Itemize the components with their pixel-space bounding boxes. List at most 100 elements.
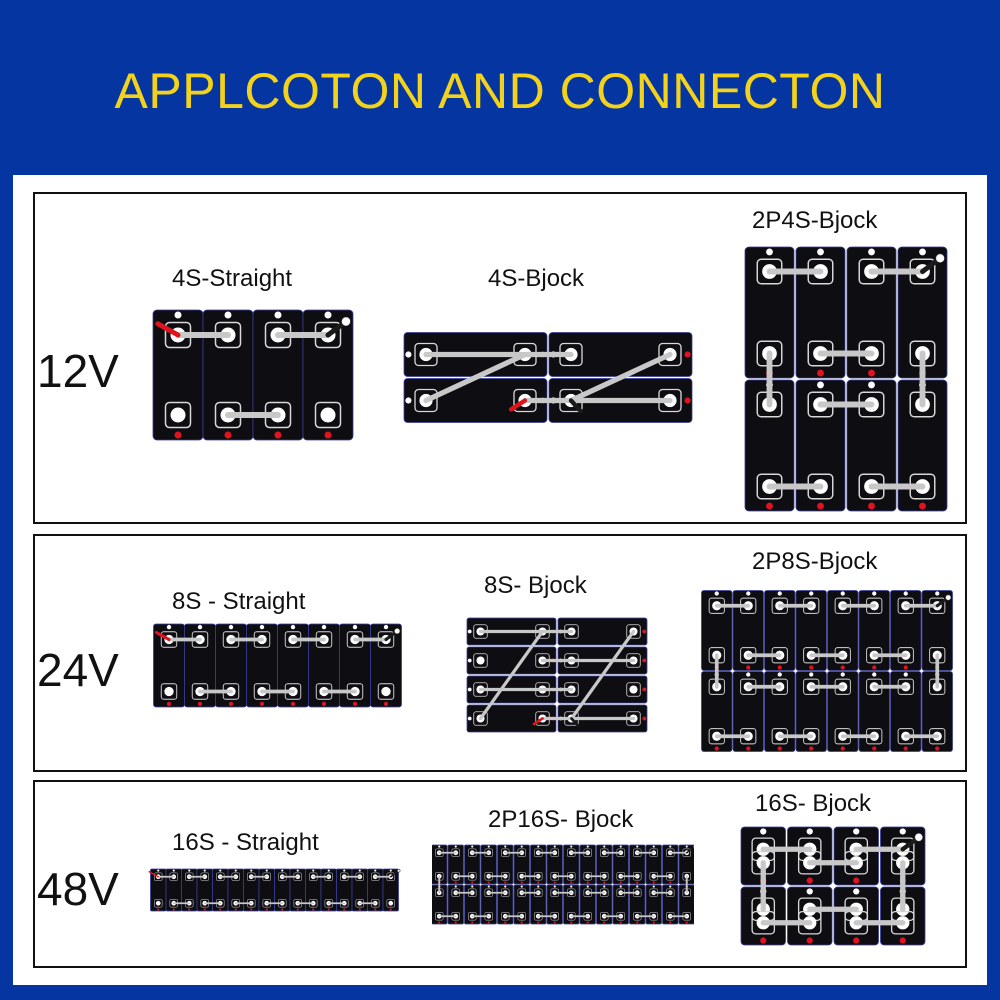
positive-mark-icon bbox=[197, 701, 203, 707]
positive-mark-icon bbox=[840, 665, 845, 670]
negative-mark-icon bbox=[467, 629, 472, 634]
positive-mark-icon bbox=[324, 431, 332, 439]
battery-cell bbox=[833, 826, 879, 886]
positive-mark-icon bbox=[343, 908, 346, 911]
cable-lug bbox=[914, 832, 924, 842]
positive-mark-icon bbox=[809, 746, 814, 751]
terminal-frame bbox=[164, 401, 192, 429]
positive-mark-icon bbox=[642, 716, 647, 721]
negative-mark-icon bbox=[537, 885, 540, 888]
negative-mark-icon bbox=[636, 885, 639, 888]
cable-lug bbox=[397, 869, 401, 873]
negative-mark-icon bbox=[467, 687, 472, 692]
positive-mark-icon bbox=[669, 921, 672, 924]
page-title: APPLCOTON AND CONNECTON bbox=[114, 63, 886, 119]
positive-mark-icon bbox=[586, 881, 589, 884]
negative-mark-icon bbox=[259, 624, 265, 630]
cable-lug bbox=[693, 845, 694, 849]
negative-mark-icon bbox=[454, 885, 457, 888]
diagram-4s-bjock bbox=[403, 332, 693, 423]
diagram-label-2p4s-bjock: 2P4S-Bjock bbox=[752, 207, 878, 234]
positive-mark-icon bbox=[537, 881, 540, 884]
terminal-frame bbox=[473, 653, 488, 668]
positive-mark-icon bbox=[684, 351, 691, 358]
terminal-frame bbox=[658, 342, 682, 367]
negative-mark-icon bbox=[652, 885, 655, 888]
negative-mark-icon bbox=[487, 845, 490, 848]
negative-mark-icon bbox=[868, 381, 875, 389]
negative-mark-icon bbox=[290, 624, 296, 630]
positive-mark-icon bbox=[537, 921, 540, 924]
positive-mark-icon bbox=[203, 908, 206, 911]
diagram-label-8s-bjock: 8S- Bjock bbox=[484, 572, 587, 599]
negative-mark-icon bbox=[652, 845, 655, 848]
diagram-16s-straight bbox=[148, 868, 401, 912]
negative-mark-icon bbox=[203, 869, 206, 872]
positive-mark-icon bbox=[471, 921, 474, 924]
positive-mark-icon bbox=[352, 701, 358, 707]
negative-mark-icon bbox=[868, 248, 875, 256]
positive-mark-icon bbox=[188, 908, 191, 911]
positive-mark-icon bbox=[636, 921, 639, 924]
negative-mark-icon bbox=[224, 311, 232, 319]
cable-lug bbox=[341, 316, 351, 327]
negative-mark-icon bbox=[467, 716, 472, 721]
positive-mark-icon bbox=[652, 881, 655, 884]
diagram-8s-bjock bbox=[466, 617, 648, 733]
positive-mark-icon bbox=[603, 921, 606, 924]
positive-mark-icon bbox=[817, 502, 824, 510]
negative-mark-icon bbox=[471, 845, 474, 848]
negative-mark-icon bbox=[358, 869, 361, 872]
negative-mark-icon bbox=[274, 311, 282, 319]
positive-mark-icon bbox=[454, 881, 457, 884]
positive-cable bbox=[154, 630, 171, 642]
battery-cell bbox=[833, 886, 879, 946]
positive-mark-icon bbox=[504, 881, 507, 884]
negative-mark-icon bbox=[537, 845, 540, 848]
negative-mark-icon bbox=[903, 591, 908, 596]
negative-mark-icon bbox=[454, 845, 457, 848]
negative-mark-icon bbox=[619, 885, 622, 888]
negative-mark-icon bbox=[234, 869, 237, 872]
terminal-frame bbox=[386, 899, 395, 908]
positive-mark-icon bbox=[777, 746, 782, 751]
negative-mark-icon bbox=[504, 845, 507, 848]
positive-mark-icon bbox=[586, 921, 589, 924]
negative-mark-icon bbox=[487, 885, 490, 888]
positive-mark-icon bbox=[760, 937, 767, 944]
positive-mark-icon bbox=[642, 687, 647, 692]
negative-mark-icon bbox=[603, 885, 606, 888]
negative-mark-icon bbox=[809, 591, 814, 596]
diagram-label-8s-straight: 8S - Straight bbox=[172, 588, 306, 615]
negative-mark-icon bbox=[352, 624, 358, 630]
negative-mark-icon bbox=[312, 869, 315, 872]
negative-mark-icon bbox=[321, 624, 327, 630]
positive-mark-icon bbox=[174, 431, 182, 439]
positive-mark-icon bbox=[234, 908, 237, 911]
positive-mark-icon bbox=[504, 921, 507, 924]
positive-mark-icon bbox=[471, 881, 474, 884]
negative-mark-icon bbox=[553, 885, 556, 888]
positive-mark-icon bbox=[520, 881, 523, 884]
diagram-label-16s-straight: 16S - Straight bbox=[172, 829, 319, 856]
diagram-label-2p8s-bjock: 2P8S-Bjock bbox=[752, 548, 878, 575]
terminal bbox=[388, 900, 394, 906]
diagram-label-2p16s-bjock: 2P16S- Bjock bbox=[488, 806, 634, 833]
negative-mark-icon bbox=[327, 869, 330, 872]
positive-mark-icon bbox=[553, 881, 556, 884]
positive-mark-icon bbox=[224, 431, 232, 439]
voltage-label-12v: 12V bbox=[37, 345, 119, 397]
negative-mark-icon bbox=[714, 591, 719, 596]
positive-mark-icon bbox=[642, 629, 647, 634]
negative-mark-icon bbox=[172, 869, 175, 872]
negative-mark-icon bbox=[806, 888, 813, 895]
negative-mark-icon bbox=[809, 672, 814, 677]
cable-lug bbox=[935, 253, 945, 263]
negative-mark-icon bbox=[777, 591, 782, 596]
terminal bbox=[155, 900, 161, 906]
positive-mark-icon bbox=[872, 665, 877, 670]
positive-mark-icon bbox=[166, 701, 172, 707]
terminal bbox=[320, 407, 336, 423]
negative-mark-icon bbox=[174, 311, 182, 319]
positive-mark-icon bbox=[374, 908, 377, 911]
